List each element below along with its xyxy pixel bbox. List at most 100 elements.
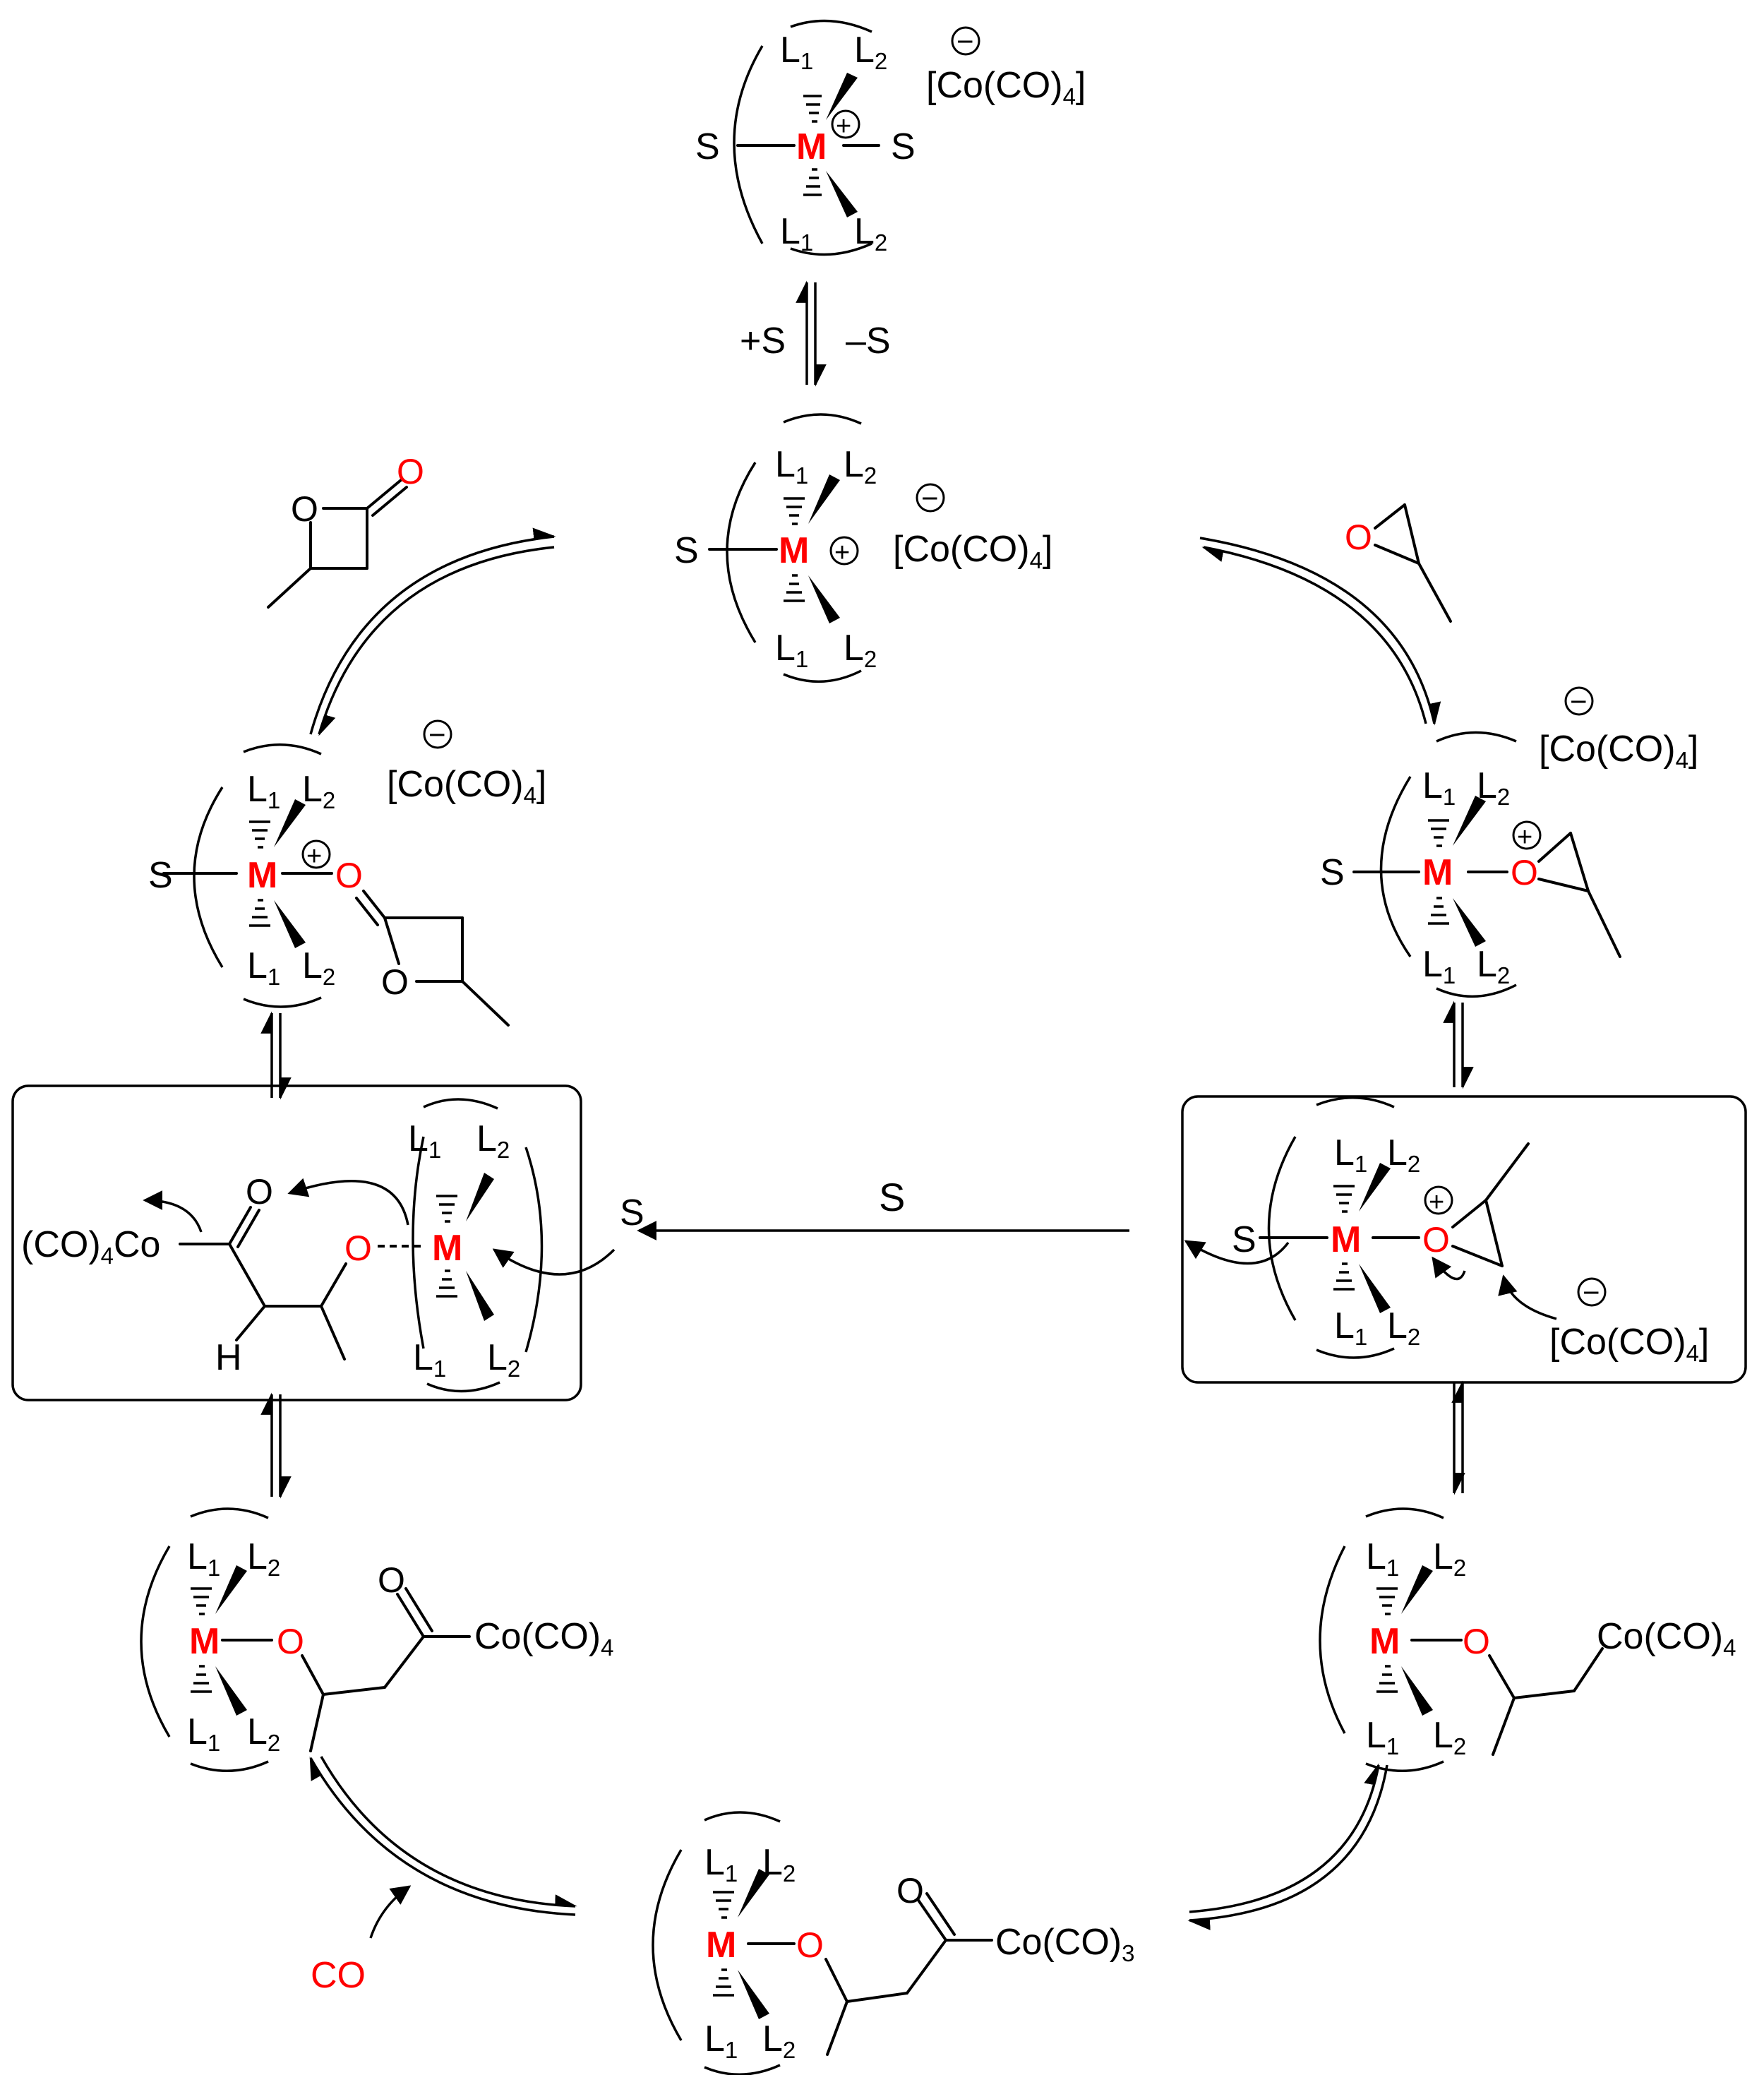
- bis-solvent-complex: [733, 19, 880, 256]
- remove-solvent-label: –S: [846, 321, 891, 361]
- ligand-label: L2: [302, 945, 335, 990]
- ligand-label: L1: [1422, 765, 1456, 810]
- metal-center: M: [189, 1621, 220, 1662]
- propylene-oxide: [1374, 503, 1452, 623]
- ligand-label: L1: [1334, 1132, 1367, 1177]
- ligand-label: L1: [775, 444, 808, 489]
- right-upper-equilibrium-arrows: [1443, 1000, 1474, 1089]
- ligand-label: L2: [854, 30, 887, 74]
- ligand-label: L1: [704, 2019, 738, 2063]
- solvent-label: S: [891, 126, 916, 167]
- solvent-label: S: [1320, 852, 1345, 893]
- cobalt-tetracarbonyl: Co(CO)4: [474, 1616, 613, 1661]
- ligand-label: L1: [780, 211, 813, 256]
- solvent-label: S: [695, 126, 720, 167]
- lactone-carbonyl-oxygen: O: [397, 452, 424, 491]
- ligand-label: L2: [1387, 1305, 1420, 1350]
- carbonyl-oxygen: O: [896, 1871, 924, 1910]
- cation-charge: +: [836, 112, 851, 141]
- left-upper-equilibrium-arrows: [260, 1011, 292, 1100]
- epoxide-oxygen: O: [1345, 518, 1372, 557]
- lactone-ring-oxygen: O: [381, 962, 409, 1002]
- beta-butyrolactone: [267, 479, 408, 609]
- co-insertion-arrow: [1187, 1763, 1388, 1930]
- cation-charge: +: [834, 538, 850, 568]
- metal-center: M: [1422, 852, 1453, 893]
- cobalt-tricarbonyl: Co(CO)3: [995, 1922, 1134, 1966]
- solvent-label: S: [148, 855, 173, 896]
- cobaltate-anion: [Co(CO)4]: [893, 529, 1052, 573]
- ligand-label: L2: [1433, 1715, 1466, 1759]
- anion-charge: −: [428, 718, 446, 751]
- metal-center: M: [1369, 1621, 1400, 1662]
- anion-charge: −: [1570, 685, 1588, 718]
- lactone-ring-oxygen: O: [291, 489, 318, 529]
- carbon-monoxide-reagent: CO: [311, 1955, 366, 1996]
- ligand-label: L1: [408, 1118, 441, 1163]
- right-lower-equilibrium-arrows: [1451, 1380, 1465, 1495]
- add-solvent-label: +S: [740, 321, 786, 361]
- epoxide-oxygen: O: [1511, 853, 1538, 892]
- ligand-label: L1: [247, 769, 280, 813]
- solvent-label: S: [1232, 1219, 1256, 1260]
- ligand-label: L1: [1366, 1536, 1399, 1581]
- mono-solvent-complex: [708, 413, 862, 683]
- left-lower-equilibrium-arrows: [260, 1392, 292, 1499]
- metal-center: M: [796, 126, 827, 167]
- alkoxide-oxygen: O: [277, 1622, 304, 1661]
- cobaltate-anion: [Co(CO)4]: [387, 764, 546, 808]
- ligand-label: L1: [775, 628, 808, 672]
- ligand-label: L1: [780, 30, 813, 74]
- ligand-label: L2: [302, 769, 335, 813]
- cobaltate-anion: [Co(CO)4]: [1549, 1322, 1709, 1366]
- ligand-label: L2: [1477, 765, 1510, 810]
- ligand-label: L1: [704, 1842, 738, 1886]
- alkoxide-oxygen: O: [344, 1228, 372, 1268]
- co-uptake-arrow: [309, 1756, 577, 1939]
- ligand-label: L2: [487, 1337, 520, 1382]
- ligand-label: L1: [1422, 944, 1456, 988]
- cobaltate-anion: [Co(CO)4]: [1539, 729, 1698, 773]
- ring-closing-box: [11, 1084, 616, 1401]
- metal-center: M: [779, 530, 809, 571]
- acyl-cobalt-tricarbonyl: [652, 1811, 993, 2075]
- metal-center: M: [1331, 1219, 1361, 1260]
- ligand-label: L2: [844, 444, 877, 489]
- anion-charge: −: [956, 25, 974, 58]
- anion-charge: −: [921, 482, 939, 515]
- metal-center: M: [432, 1228, 462, 1269]
- ligand-label: L2: [1387, 1132, 1420, 1177]
- lactone-carbonyl-oxygen: O: [335, 856, 363, 895]
- ligand-label: L1: [187, 1536, 220, 1581]
- epoxide-coordination-arrow: [1199, 537, 1441, 726]
- oxonium-charge: +: [1429, 1188, 1444, 1217]
- cation-charge: +: [306, 842, 322, 871]
- solvent-label: S: [674, 530, 699, 571]
- cobaltate-anion: [Co(CO)4]: [926, 65, 1086, 109]
- ligand-label: L2: [247, 1536, 280, 1581]
- alkoxide-oxygen: O: [796, 1925, 824, 1965]
- ligand-label: L1: [413, 1337, 446, 1382]
- solvent-arrow-label: S: [879, 1175, 905, 1219]
- metal-center: M: [247, 855, 277, 896]
- ligand-label: L2: [476, 1118, 510, 1163]
- solvent-label: S: [620, 1192, 644, 1233]
- alkyl-cobalt-intermediate: [1319, 1507, 1604, 1773]
- carbonyl-oxygen: O: [378, 1560, 405, 1600]
- ligand-label: L2: [762, 2019, 796, 2063]
- ligand-label: L2: [844, 628, 877, 672]
- lactone-bound-complex: [162, 743, 510, 1027]
- metal-center: M: [706, 1925, 736, 1966]
- ligand-label: L2: [762, 1842, 796, 1886]
- alkoxide-oxygen: O: [1463, 1622, 1490, 1661]
- lactone-release-arrow: [309, 527, 556, 736]
- ligand-label: L1: [1334, 1305, 1367, 1350]
- ligand-label: L2: [1433, 1536, 1466, 1581]
- ligand-label: L2: [1477, 944, 1510, 988]
- solvent-equilibrium-arrows: [796, 280, 827, 387]
- epoxide-bound-complex: [1352, 731, 1621, 998]
- ligand-label: L2: [247, 1711, 280, 1756]
- ligand-label: L1: [187, 1711, 220, 1756]
- acyl-cobalt-tetracarbonyl: [140, 1507, 471, 1773]
